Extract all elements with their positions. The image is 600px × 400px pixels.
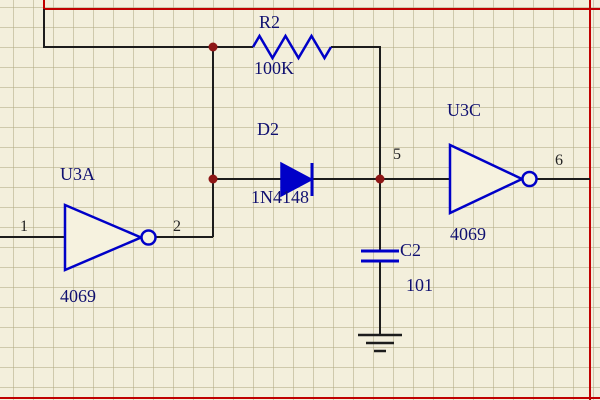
u3c-inverter-symbol[interactable] [448,143,538,215]
u3a-output-pin-number: 2 [173,218,181,235]
wire-top-feedback[interactable] [43,9,253,48]
u3a-designator[interactable]: U3A [60,164,95,184]
u3a-part-number[interactable]: 4069 [60,286,96,306]
d2-diode-symbol[interactable] [280,161,314,198]
c2-capacitor-symbol[interactable] [361,249,399,263]
d2-value[interactable]: 1N4148 [251,187,309,207]
ground-symbol[interactable] [358,333,402,353]
c2-designator[interactable]: C2 [400,240,422,260]
u3c-designator[interactable]: U3C [447,100,482,120]
c2-value[interactable]: 101 [406,275,433,295]
u3c-output-pin-number: 6 [555,152,563,169]
u3a-input-pin-number: 1 [20,218,28,235]
wire-r2-to-node[interactable] [331,46,381,179]
junction-dot-d2-left [208,174,218,184]
u3c-triangle[interactable] [448,143,525,215]
r2-value[interactable]: 100K [254,58,294,78]
u3a-inversion-bubble[interactable] [140,229,157,246]
u3a-triangle[interactable] [63,203,145,272]
u3c-inversion-bubble[interactable] [521,170,538,188]
u3a-inverter-symbol[interactable] [63,203,157,272]
junction-dot-top [208,42,218,52]
d2-designator[interactable]: D2 [257,119,279,139]
junction-dot-d2-right [375,174,385,184]
r2-designator[interactable]: R2 [259,12,281,32]
r2-resistor-symbol[interactable] [251,33,333,61]
u3c-input-pin-number: 5 [393,146,401,163]
u3c-part-number[interactable]: 4069 [450,224,486,244]
wires [0,9,590,335]
d2-anode-triangle[interactable] [280,161,314,198]
junction-dots [208,42,385,184]
